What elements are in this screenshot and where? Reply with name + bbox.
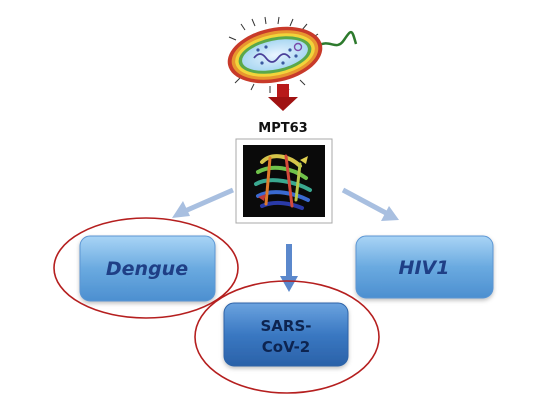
protein-structure-icon xyxy=(235,138,333,224)
sars-cov-2-label-line1: SARS- xyxy=(261,317,312,335)
arrow-down-red xyxy=(268,84,298,111)
target-hiv1: HIV1 xyxy=(355,235,494,299)
arrow-to-dengue xyxy=(172,187,235,218)
arrow-to-sars-cov-2 xyxy=(280,244,298,292)
target-sars-cov-2: SARS- CoV-2 xyxy=(223,302,349,367)
arrow-to-hiv1 xyxy=(341,187,399,221)
dengue-label: Dengue xyxy=(106,258,188,280)
sars-cov-2-label-line2: CoV-2 xyxy=(262,338,311,356)
dengue-highlight-ellipse xyxy=(53,217,239,319)
bacterium-icon xyxy=(227,16,358,93)
protein-label: MPT63 xyxy=(258,121,307,136)
hiv1-label: HIV1 xyxy=(399,257,450,279)
target-dengue: Dengue xyxy=(79,235,216,302)
sars-cov-2-highlight-ellipse xyxy=(194,280,380,394)
